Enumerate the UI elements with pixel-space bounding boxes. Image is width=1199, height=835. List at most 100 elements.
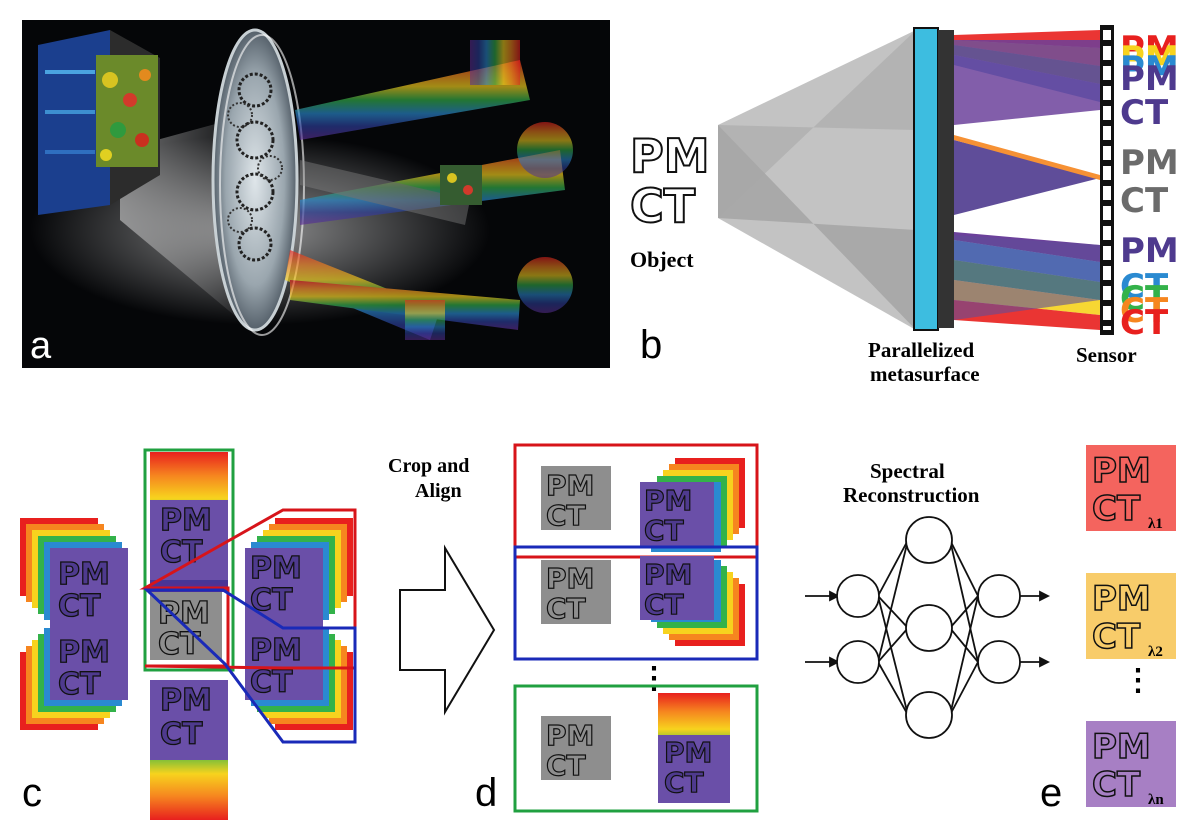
svg-text:CT: CT xyxy=(1120,267,1169,307)
sensor-image-center: PM CT xyxy=(1120,143,1179,221)
image-blobs xyxy=(405,40,573,340)
metasurface-stripes xyxy=(938,30,954,328)
spectral-fans xyxy=(954,30,1100,330)
metasurface-label-1: Parallelized xyxy=(868,338,974,362)
svg-text:CT: CT xyxy=(58,589,101,624)
sensor-image-top: PM PM PM PM CT xyxy=(1120,29,1179,133)
panel-d-crop-align: Crop and Align PM CT PM CT PM CT xyxy=(388,443,759,815)
row-red-spectral-stack: PM CT xyxy=(640,458,745,552)
svg-text:CT: CT xyxy=(250,665,293,700)
svg-text:CT: CT xyxy=(546,749,586,782)
svg-text:CT: CT xyxy=(1092,489,1141,529)
object-cube xyxy=(38,30,160,215)
sensor-images: PM PM PM PM CT PM CT PM CT CT CT CT xyxy=(1120,29,1179,343)
tile-top-center: PM CT xyxy=(150,452,228,592)
panel-e-reconstruction: Spectral Reconstruction PM CT λ1 PM CT xyxy=(805,445,1176,815)
object-word-top: PM xyxy=(630,129,710,183)
svg-text:PM: PM xyxy=(1120,29,1179,69)
svg-text:PM: PM xyxy=(1120,49,1179,89)
panel-d-letter: d xyxy=(475,771,497,815)
panel-b-schematic: PM CT Object xyxy=(629,25,1179,386)
lambdan-sub: λn xyxy=(1148,792,1164,808)
blue-frame xyxy=(143,588,357,744)
svg-text:CT: CT xyxy=(664,766,704,799)
svg-text:PM: PM xyxy=(160,683,212,718)
red-frame xyxy=(139,508,357,670)
svg-text:PM: PM xyxy=(546,562,594,595)
row-red-frame xyxy=(513,443,759,559)
tile-bottom-center: PM CT xyxy=(150,680,228,820)
svg-text:PM: PM xyxy=(58,557,110,592)
lambda1-sub: λ1 xyxy=(1148,516,1163,532)
svg-text:CT: CT xyxy=(160,535,203,570)
panel-b-letter: b xyxy=(640,323,662,367)
svg-text:CT: CT xyxy=(546,499,586,532)
svg-text:CT: CT xyxy=(546,592,586,625)
svg-text:PM: PM xyxy=(250,633,302,668)
row-blue-frame xyxy=(513,545,759,661)
tile-top-right: PM CT xyxy=(245,518,353,626)
output-lambda1: PM CT λ1 xyxy=(1086,445,1176,532)
row-green-gray-tile xyxy=(541,716,611,780)
crop-label-1: Crop and xyxy=(388,455,469,477)
panel-c-sensor-layout: PM CT PM CT PM CT PM CT PM CT xyxy=(20,448,357,820)
svg-text:CT: CT xyxy=(1120,291,1169,331)
svg-text:PM: PM xyxy=(1092,451,1151,491)
svg-text:CT: CT xyxy=(1092,617,1141,657)
svg-text:PM: PM xyxy=(1120,59,1179,99)
svg-text:PM: PM xyxy=(546,719,594,752)
metasurface-bar xyxy=(913,27,939,331)
svg-text:PM: PM xyxy=(644,558,692,591)
svg-text:CT: CT xyxy=(644,588,684,621)
metasurface-disk xyxy=(211,28,305,336)
sensor-image-bottom: PM CT CT CT CT xyxy=(1120,231,1179,343)
svg-text:CT: CT xyxy=(1120,181,1169,221)
svg-text:PM: PM xyxy=(1092,727,1151,767)
panel-a-render: a xyxy=(22,20,610,368)
svg-text:CT: CT xyxy=(1092,765,1141,805)
row-blue-gray-tile xyxy=(541,560,611,624)
object-label: Object xyxy=(630,247,694,272)
panel-e-letter: e xyxy=(1040,771,1062,815)
svg-text:PM: PM xyxy=(250,551,302,586)
svg-text:CT: CT xyxy=(158,627,201,662)
gray-cones xyxy=(718,30,916,330)
svg-text:PM: PM xyxy=(664,736,712,769)
sensor-strip xyxy=(1100,25,1114,335)
svg-text:PM: PM xyxy=(1120,231,1179,271)
svg-text:PM: PM xyxy=(160,503,212,538)
svg-text:PM: PM xyxy=(1120,143,1179,183)
arrow-right-icon xyxy=(399,544,496,716)
output-ellipsis: ⋮ xyxy=(1123,664,1153,697)
sensor-label: Sensor xyxy=(1076,343,1137,367)
svg-text:CT: CT xyxy=(644,514,684,547)
crop-label-2: Align xyxy=(415,480,462,502)
svg-text:CT: CT xyxy=(58,667,101,702)
lambda2-sub: λ2 xyxy=(1148,644,1163,660)
panel-a-letter: a xyxy=(30,325,52,367)
row-blue-spectral-stack: PM CT xyxy=(640,556,745,646)
metasurface-label-2: metasurface xyxy=(870,362,980,386)
object-pmct: PM CT xyxy=(629,128,711,234)
panel-c-letter: c xyxy=(22,771,42,815)
svg-text:PM: PM xyxy=(644,484,692,517)
row-green-spectral-stack: PM CT xyxy=(658,693,730,803)
neural-network xyxy=(805,516,1051,739)
tile-bottom-right: PM CT xyxy=(245,622,353,730)
object-word-bottom: CT xyxy=(630,179,696,233)
output-lambdan: PM CT λn xyxy=(1086,721,1176,808)
output-lambda2: PM CT λ2 xyxy=(1086,573,1176,660)
green-frame xyxy=(143,448,235,672)
svg-text:CT: CT xyxy=(160,717,203,752)
svg-text:CT: CT xyxy=(1120,279,1169,319)
svg-text:PM: PM xyxy=(1092,579,1151,619)
svg-text:PM: PM xyxy=(546,469,594,502)
recon-label-2: Reconstruction xyxy=(843,483,980,507)
recon-label-1: Spectral xyxy=(870,459,945,483)
svg-text:CT: CT xyxy=(1120,303,1169,343)
row-ellipsis: ⋮ xyxy=(639,662,669,695)
svg-text:PM: PM xyxy=(1120,39,1179,79)
tile-top-left: PM CT xyxy=(20,518,128,626)
row-green-frame xyxy=(513,684,759,813)
